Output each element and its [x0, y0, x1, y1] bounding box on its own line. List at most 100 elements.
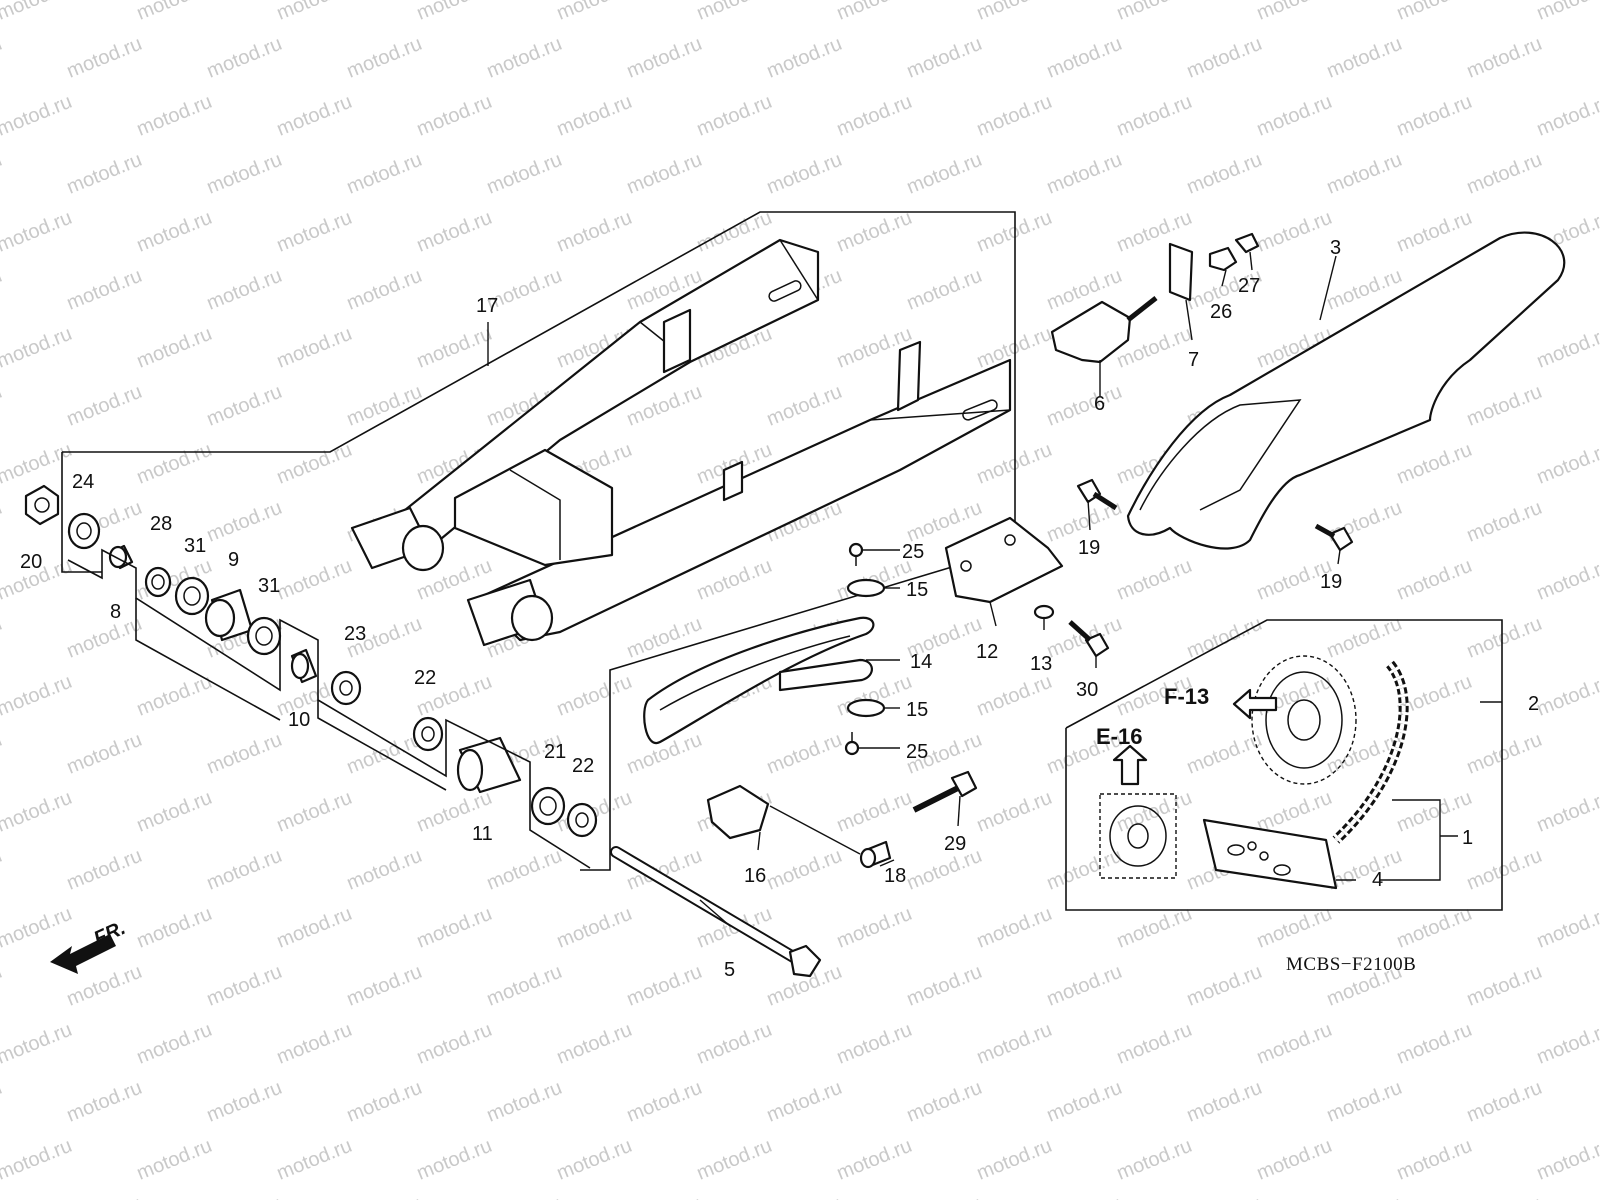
watermark-text: motod.ru: [1464, 33, 1545, 83]
watermark-text: motod.ru: [274, 0, 355, 25]
watermark-text: motod.ru: [1044, 845, 1125, 895]
callout-labels: 1 2 3 4 5 6 7 8 9 10 11 12 13 14 15 15 1…: [20, 237, 1539, 981]
watermark-text: motod.ru: [1324, 1193, 1405, 1200]
watermark-text: motod.ru: [624, 149, 705, 199]
watermark-text: motod.ru: [1254, 0, 1335, 25]
watermark-text: motod.ru: [64, 1193, 145, 1200]
callout-25a: 25: [902, 541, 924, 563]
watermark-text: motod.ru: [64, 845, 145, 895]
callout-28: 28: [150, 513, 172, 535]
callout-9: 9: [228, 549, 239, 571]
watermark-text: motod.ru: [554, 91, 635, 141]
watermark-text: motod.ru: [414, 323, 495, 373]
watermark-text: motod.ru: [694, 0, 775, 25]
watermark-text: motod.ru: [1534, 1135, 1600, 1185]
watermark-text: motod.ru: [904, 1193, 985, 1200]
watermark-text: motod.ru: [134, 1135, 215, 1185]
watermark-text: motod.ru: [764, 149, 845, 199]
callout-6: 6: [1094, 393, 1105, 415]
watermark-text: motod.ru: [274, 1019, 355, 1069]
watermark-text: motod.ru: [1324, 1077, 1405, 1127]
watermark-text: motod.ru: [0, 613, 5, 663]
watermark-text: motod.ru: [1254, 91, 1335, 141]
watermark-text: motod.ru: [344, 265, 425, 315]
watermark-text: motod.ru: [554, 903, 635, 953]
watermark-text: motod.ru: [344, 1193, 425, 1200]
watermark-text: motod.ru: [1184, 613, 1265, 663]
watermark-text: motod.ru: [694, 1019, 775, 1069]
watermark-text: motod.ru: [274, 439, 355, 489]
right-pivot-tube: [466, 578, 554, 647]
watermark-text: motod.ru: [274, 903, 355, 953]
watermark-text: motod.ru: [204, 149, 285, 199]
watermark-text: motod.ru: [904, 149, 985, 199]
watermark-text: motod.ru: [134, 207, 215, 257]
watermark-text: motod.ru: [0, 1193, 5, 1200]
watermark-text: motod.ru: [1534, 323, 1600, 373]
watermark-text: motod.ru: [134, 323, 215, 373]
watermark-text: motod.ru: [414, 1135, 495, 1185]
drive-sprocket: [1099, 793, 1177, 879]
watermark-text: motod.ru: [1184, 33, 1265, 83]
stopper-bracket: [1050, 232, 1260, 364]
watermark-text: motod.ru: [344, 149, 425, 199]
arrows: [50, 688, 1278, 974]
chain-case: [1126, 231, 1566, 550]
watermark-text: motod.ru: [1394, 1135, 1475, 1185]
watermark-text: motod.ru: [554, 1135, 635, 1185]
watermark-text: motod.ru: [274, 1135, 355, 1185]
watermark-text: motod.ru: [1394, 207, 1475, 257]
watermark-text: motod.ru: [834, 91, 915, 141]
watermark-text: motod.ru: [64, 613, 145, 663]
callout-16: 16: [744, 865, 766, 887]
watermark-text: motod.ru: [1464, 497, 1545, 547]
watermark-text: motod.ru: [1464, 149, 1545, 199]
callout-17: 17: [476, 295, 498, 317]
callout-18: 18: [884, 865, 906, 887]
watermark-text: motod.ru: [414, 207, 495, 257]
watermark-text: motod.ru: [484, 961, 565, 1011]
front-marker: FR.: [91, 917, 129, 950]
watermark-text: motod.ru: [1394, 91, 1475, 141]
watermark-text: motod.ru: [0, 845, 5, 895]
callout-14: 14: [910, 651, 932, 673]
watermark-text: motod.ru: [484, 149, 565, 199]
watermark-text: motod.ru: [0, 671, 75, 721]
watermark-text: motod.ru: [0, 207, 75, 257]
callout-22a: 22: [414, 667, 436, 689]
watermark-text: motod.ru: [1534, 671, 1600, 721]
swingarm-group-outline: [61, 211, 1016, 871]
watermark-text: motod.ru: [624, 613, 705, 663]
callout-15b: 15: [906, 699, 928, 721]
watermark-text: motod.ru: [64, 1077, 145, 1127]
watermark-text: motod.ru: [134, 787, 215, 837]
watermark-text: motod.ru: [974, 91, 1055, 141]
watermark-text: motod.ru: [834, 0, 915, 25]
swingarm: [350, 238, 1012, 647]
watermark-text: motod.ru: [764, 729, 845, 779]
watermark-text: motod.ru: [0, 961, 5, 1011]
watermark-text: motod.ru: [1464, 381, 1545, 431]
callout-13: 13: [1030, 653, 1052, 675]
watermark-text: motod.ru: [1254, 1135, 1335, 1185]
watermark-text: motod.ru: [764, 1077, 845, 1127]
callout-25b: 25: [906, 741, 928, 763]
watermark-text: motod.ru: [344, 33, 425, 83]
callout-19a: 19: [1078, 537, 1100, 559]
watermark-text: motod.ru: [0, 381, 5, 431]
callout-19b: 19: [1320, 571, 1342, 593]
watermark-text: motod.ru: [0, 91, 75, 141]
watermark-text: motod.ru: [0, 33, 5, 83]
watermark-text: motod.ru: [1464, 845, 1545, 895]
chain-adjuster: [706, 770, 978, 869]
watermark-text: motod.ru: [1534, 555, 1600, 605]
master-link-kit: [1202, 818, 1338, 890]
callout-31b: 31: [258, 575, 280, 597]
watermark-text: motod.ru: [1464, 961, 1545, 1011]
watermark-text: motod.ru: [1114, 555, 1195, 605]
watermark-text: motod.ru: [1044, 381, 1125, 431]
watermark-text: motod.ru: [834, 903, 915, 953]
watermark-text: motod.ru: [0, 903, 75, 953]
watermark-text: motod.ru: [974, 903, 1055, 953]
